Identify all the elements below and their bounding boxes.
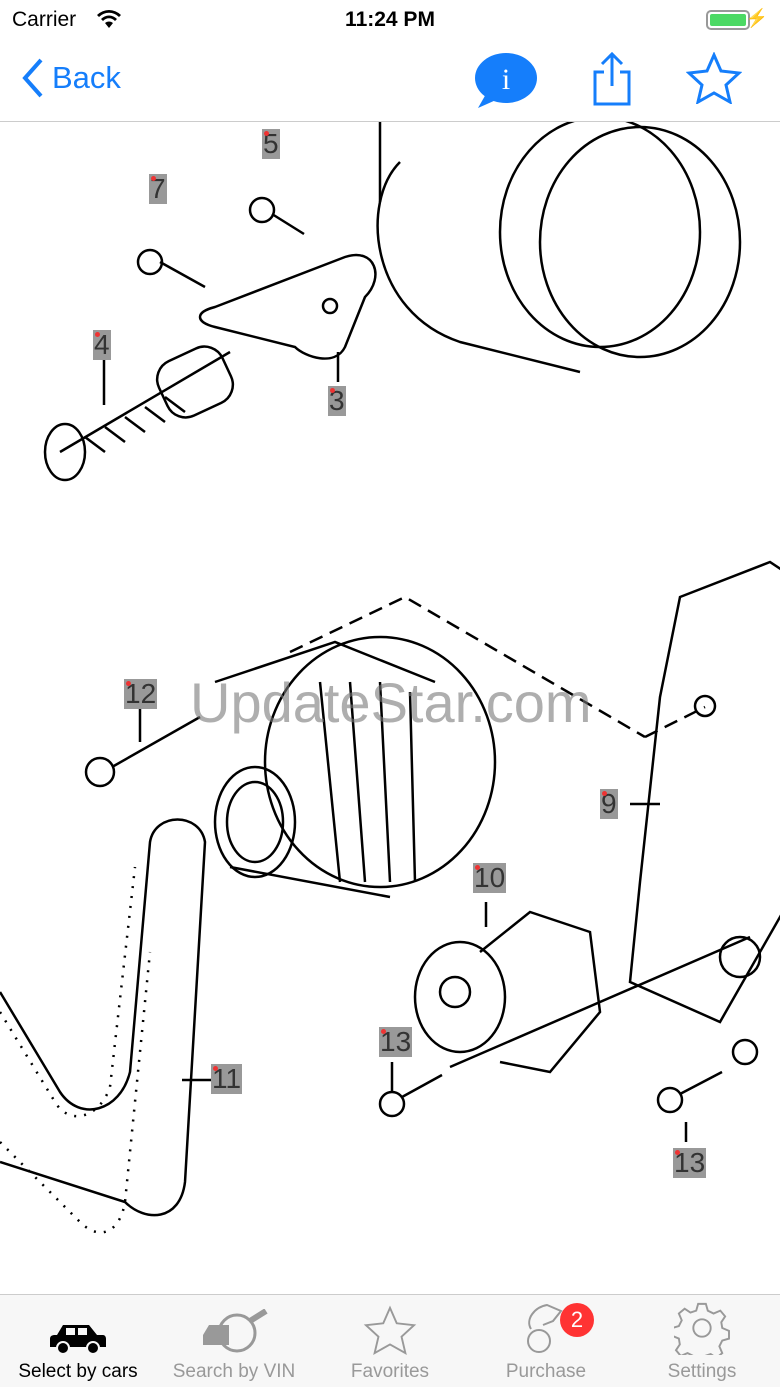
leader-lines [102, 352, 688, 1142]
bolt-part-12 [84, 715, 201, 788]
tab-select-by-cars[interactable]: Select by cars [0, 1295, 156, 1387]
tab-settings[interactable]: Settings [624, 1295, 780, 1387]
part-label-12[interactable]: 12 [124, 678, 158, 709]
tab-label: Select by cars [18, 1361, 138, 1382]
parts-diagram[interactable]: UpdateStar.com 7 5 4 3 12 9 10 13 11 13 [0, 122, 780, 1294]
part-label-5[interactable]: 5 [262, 128, 280, 159]
tab-search-by-vin[interactable]: Search by VIN [156, 1295, 312, 1387]
bolt-part-13b [656, 1070, 723, 1114]
tensioner-part [413, 910, 751, 1074]
back-label: Back [52, 60, 121, 95]
belt-part [0, 818, 207, 1234]
chevron-left-icon [22, 58, 43, 98]
carrier-label: Carrier [12, 8, 77, 31]
bolt-part-7 [136, 248, 206, 289]
clock: 11:24 PM [345, 8, 435, 31]
part-label-10[interactable]: 10 [473, 862, 507, 893]
bolt-part-5 [248, 196, 305, 236]
info-button[interactable]: i [472, 52, 538, 110]
part-label-3[interactable]: 3 [328, 385, 346, 416]
part-label-7[interactable]: 7 [149, 173, 167, 204]
hand-coin-icon [527, 1303, 563, 1353]
engine-bracket-part [628, 560, 780, 1066]
gear-icon [674, 1302, 730, 1355]
parts-drawing [0, 122, 780, 1234]
bracket-part [198, 253, 377, 360]
part-label-13[interactable]: 13 [379, 1026, 413, 1057]
tab-purchase[interactable]: 2 Purchase [468, 1295, 624, 1387]
back-button[interactable]: Back [22, 58, 121, 98]
watermark: UpdateStar.com [190, 671, 592, 734]
tab-label: Favorites [350, 1361, 430, 1382]
bolt-part-13a [378, 1073, 443, 1118]
part-label-9[interactable]: 9 [600, 788, 618, 819]
vin-search-icon [203, 1309, 268, 1353]
charging-icon: ⚡ [745, 8, 768, 28]
tab-favorites[interactable]: Favorites [312, 1295, 468, 1387]
part-label-4[interactable]: 4 [93, 329, 111, 360]
pulley-part [376, 122, 742, 374]
tab-label: Settings [667, 1361, 737, 1382]
navigation-bar: Back i [0, 40, 780, 122]
battery-icon [706, 10, 750, 30]
car-icon [50, 1325, 106, 1355]
star-icon [363, 1305, 417, 1355]
info-icon: i [502, 63, 510, 96]
status-bar: Carrier 11:24 PM ⚡ [0, 0, 780, 40]
favorite-star-button[interactable] [686, 52, 742, 104]
alternator-part [213, 635, 497, 899]
spring-part [43, 345, 235, 482]
wifi-icon [97, 10, 121, 28]
tab-bar: Select by cars Search by VIN Favorites 2… [0, 1294, 780, 1387]
part-label-13b[interactable]: 13 [673, 1147, 707, 1178]
tab-label: Purchase [505, 1361, 587, 1382]
purchase-badge: 2 [560, 1303, 594, 1337]
tab-label: Search by VIN [172, 1361, 296, 1382]
part-label-11[interactable]: 11 [211, 1063, 243, 1094]
share-button[interactable] [592, 50, 632, 106]
